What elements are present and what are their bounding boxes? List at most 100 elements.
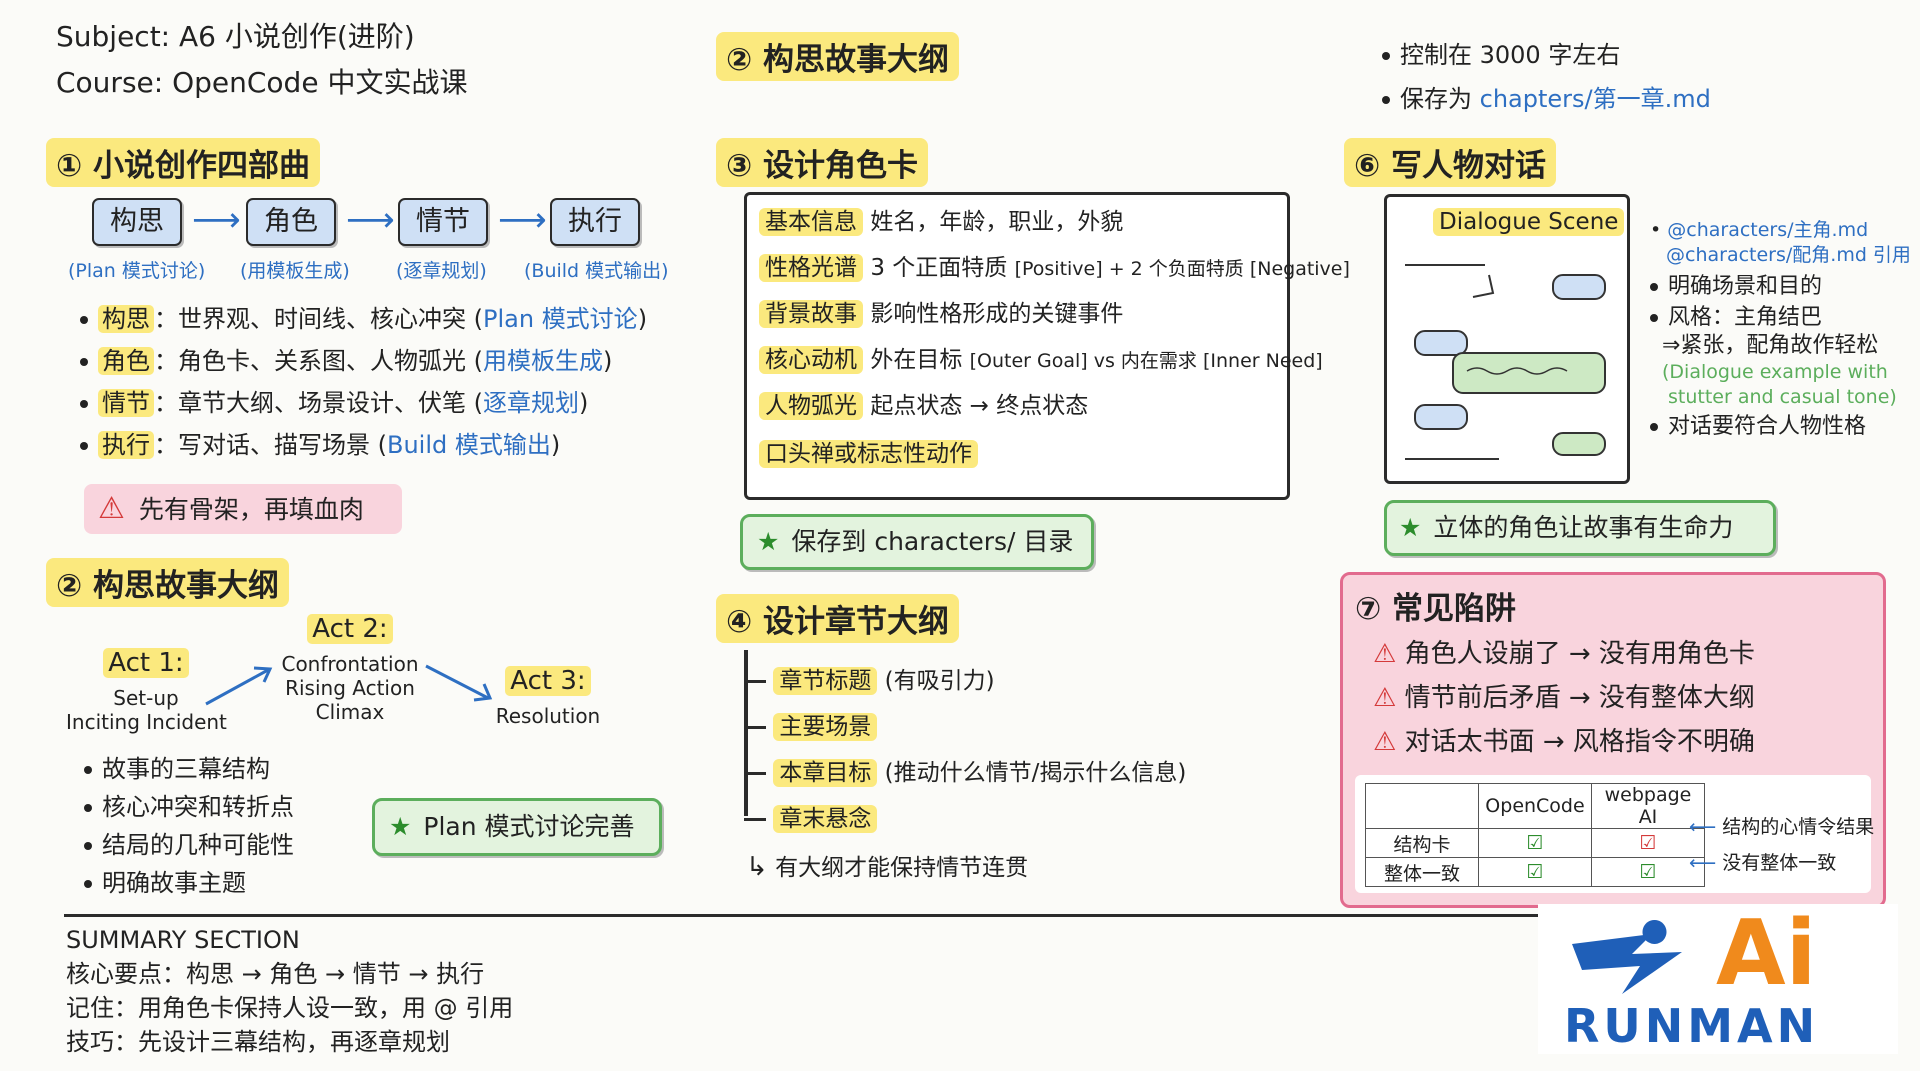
- flow-box-conception: 构思: [92, 198, 182, 246]
- list-item: 构思：世界观、时间线、核心冲突 (Plan 模式讨论): [80, 302, 647, 336]
- flow-caption: (用模板生成): [240, 260, 350, 282]
- outline-item: 本章目标 (推动什么情节/揭示什么信息): [744, 754, 1186, 792]
- act-2: Act 2: Confrontation Rising Action Clima…: [281, 614, 419, 724]
- check-icon: ☑: [1591, 857, 1705, 887]
- list-item: 执行：写对话、描写场景 (Build 模式输出): [80, 428, 647, 462]
- slogan-badge: ★ 立体的角色让故事有生命力: [1384, 500, 1776, 556]
- curved-arrow-icon: ↳: [746, 852, 768, 882]
- list-item: 风格：主角结巴: [1650, 304, 1911, 332]
- logo: Ai RUNMAN: [1538, 904, 1898, 1054]
- col-header: webpage AI: [1591, 783, 1705, 829]
- list-item: 核心冲突和转折点: [84, 790, 294, 824]
- section-6-title: ⑥ 写人物对话: [1344, 138, 1557, 187]
- s5-bullet: 控制在 3000 字左右: [1382, 38, 1620, 72]
- star-icon: ★: [757, 527, 780, 556]
- summary-title: SUMMARY SECTION: [66, 926, 300, 954]
- logo-runman: RUNMAN: [1564, 999, 1820, 1053]
- warning-icon: ⚠: [98, 491, 125, 526]
- outline-tree-line: [744, 650, 748, 816]
- flow-box-plot: 情节: [398, 198, 488, 246]
- section-4-title: ④ 设计章节大纲: [716, 594, 960, 643]
- arrow-left-icon: ⟵: [1689, 816, 1717, 838]
- star-icon: ★: [1399, 513, 1422, 542]
- dialogue-notes: • @characters/主角.md @characters/配角.md 引用…: [1650, 218, 1911, 444]
- act-arrow: [420, 660, 500, 714]
- section-7-title: ⑦ 常见陷阱: [1355, 591, 1517, 627]
- flow-caption: (Plan 模式讨论): [68, 260, 206, 282]
- list-item: 明确场景和目的: [1650, 270, 1911, 304]
- runner-logo-icon: [1572, 920, 1682, 994]
- list-item: 明确故事主题: [84, 866, 294, 900]
- dialogue-scene-title: Dialogue Scene: [1433, 208, 1625, 236]
- summary-line: 核心要点：构思 → 角色 → 情节 → 执行: [66, 960, 485, 988]
- pitfalls-panel: ⑦ 常见陷阱 ⚠ 角色人设崩了 → 没有用角色卡 ⚠ 情节前后矛盾 → 没有整体…: [1340, 572, 1886, 908]
- flow-box-execute: 执行: [550, 198, 640, 246]
- flow-caption: (Build 模式输出): [524, 260, 669, 282]
- act-arrow: [200, 660, 280, 714]
- list-item: 故事的三幕结构: [84, 752, 294, 786]
- logo-ai: Ai: [1716, 901, 1817, 1006]
- dialogue-example: stutter and casual tone): [1668, 386, 1897, 408]
- pitfall-item: ⚠ 角色人设崩了 → 没有用角色卡: [1373, 639, 1755, 669]
- summary-line: 记住：用角色卡保持人设一致，用 @ 引用: [66, 994, 514, 1022]
- flow-arrow: ⟶: [346, 200, 395, 240]
- table-note: ⟵ 结构的心情令结果: [1689, 816, 1875, 838]
- act-1: Act 1: Set-up Inciting Incident: [66, 648, 227, 734]
- course-line: Course: OpenCode 中文实战课: [56, 66, 468, 99]
- plan-done-badge: ★ Plan 模式讨论完善: [372, 798, 662, 856]
- section-1-title: ① 小说创作四部曲: [46, 138, 321, 187]
- card-row: 人物弧光 起点状态 → 终点状态: [759, 387, 1088, 426]
- dialogue-scene-box: Dialogue Scene: [1384, 194, 1630, 484]
- warning-icon: ⚠: [1373, 727, 1397, 757]
- check-icon: ☑: [1478, 857, 1592, 887]
- card-row: 基本信息 姓名，年龄，职业，外貌: [759, 203, 1123, 242]
- flow-caption: (逐章规划): [396, 260, 487, 282]
- warning-icon: ⚠: [1373, 639, 1397, 669]
- summary-divider: [64, 914, 1564, 917]
- section-2-bullets: 故事的三幕结构 核心冲突和转折点 结局的几种可能性 明确故事主题: [84, 752, 294, 900]
- warning-banner: ⚠ 先有骨架，再填血肉: [84, 484, 402, 534]
- dialogue-example: (Dialogue example with: [1662, 361, 1888, 383]
- section-2-title: ② 构思故事大纲: [46, 558, 290, 607]
- table-row: 结构卡 ☑ ☑: [1365, 828, 1705, 858]
- card-row: 核心动机 外在目标 [Outer Goal] vs 内在需求 [Inner Ne…: [759, 341, 1323, 380]
- list-item-cont: ⇒紧张，配角故作轻松: [1662, 333, 1879, 358]
- section-1-bullets: 构思：世界观、时间线、核心冲突 (Plan 模式讨论) 角色：角色卡、关系图、人…: [80, 302, 647, 462]
- outline-item: 章末悬念: [744, 800, 878, 838]
- card-row: 性格光谱 3 个正面特质 [Positive] + 2 个负面特质 [Negat…: [759, 249, 1350, 288]
- comparison-table: OpenCode webpage AI 结构卡 ☑ ☑ 整体一致 ☑ ☑: [1365, 783, 1705, 887]
- summary-line: 技巧：先设计三幕结构，再逐章规划: [66, 1028, 450, 1056]
- check-icon: ☑: [1591, 828, 1705, 858]
- subject-line: Subject: A6 小说创作(进阶): [56, 20, 415, 53]
- table-note: ⟵ 没有整体一致: [1689, 852, 1837, 874]
- star-icon: ★: [389, 812, 412, 841]
- character-card: 基本信息 姓名，年龄，职业，外貌 性格光谱 3 个正面特质 [Positive]…: [744, 192, 1350, 500]
- outline-item: 主要场景: [744, 708, 878, 746]
- dialogue-illustration: [1405, 264, 1606, 460]
- section-2-title-top: ② 构思故事大纲: [716, 32, 960, 81]
- flow-arrow: ⟶: [192, 200, 241, 240]
- flow-arrow: ⟶: [498, 200, 547, 240]
- save-characters-badge: ★ 保存到 characters/ 目录: [740, 514, 1094, 570]
- card-row: 背景故事 影响性格形成的关键事件: [759, 295, 1123, 334]
- comparison-area: OpenCode webpage AI 结构卡 ☑ ☑ 整体一致 ☑ ☑ ⟵ 结…: [1355, 775, 1875, 893]
- card-row: 口头禅或标志性动作: [759, 435, 978, 473]
- list-item: 角色：角色卡、关系图、人物弧光 (用模板生成): [80, 344, 647, 378]
- outline-item: 章节标题 (有吸引力): [744, 662, 995, 700]
- s5-bullet: 保存为 chapters/第一章.md: [1382, 82, 1711, 116]
- table-row: 整体一致 ☑ ☑: [1365, 857, 1705, 887]
- act-3: Act 3: Resolution: [495, 666, 601, 728]
- pitfall-item: ⚠ 对话太书面 → 风格指令不明确: [1373, 727, 1755, 757]
- outline-note: ↳ 有大纲才能保持情节连贯: [746, 852, 1029, 882]
- col-header: OpenCode: [1478, 783, 1592, 829]
- pitfall-item: ⚠ 情节前后矛盾 → 没有整体大纲: [1373, 683, 1755, 713]
- list-item: 对话要符合人物性格: [1650, 410, 1911, 444]
- check-icon: ☑: [1478, 828, 1592, 858]
- char-ref-1: • @characters/主角.md: [1650, 219, 1869, 241]
- list-item: 结局的几种可能性: [84, 828, 294, 862]
- char-ref-2: @characters/配角.md 引用: [1666, 244, 1911, 266]
- flow-box-character: 角色: [246, 198, 336, 246]
- list-item: 情节：章节大纲、场景设计、伏笔 (逐章规划): [80, 386, 647, 420]
- warning-icon: ⚠: [1373, 683, 1397, 713]
- section-3-title: ③ 设计角色卡: [716, 138, 929, 187]
